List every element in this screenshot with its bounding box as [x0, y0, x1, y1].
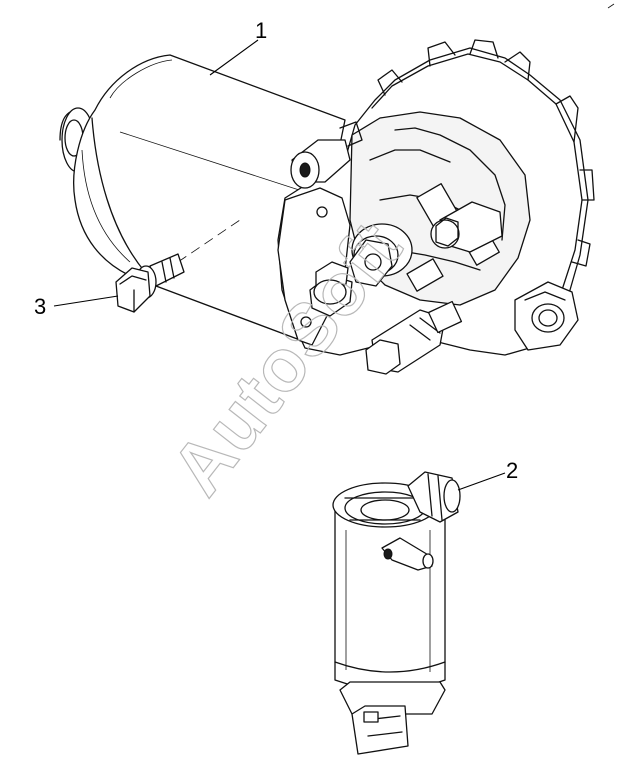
right-mount-ear — [514, 281, 579, 351]
bolt-assembly-line — [177, 219, 241, 263]
callout-1: 1 — [209, 18, 267, 76]
svg-text:3: 3 — [34, 294, 46, 319]
upper-mount-boss — [290, 121, 363, 189]
cavity-bolt — [430, 201, 503, 253]
callout-3: 3 — [34, 294, 119, 319]
mounting-bolt — [115, 253, 185, 313]
cover-hex-bolt — [309, 261, 353, 317]
svg-text:2: 2 — [506, 458, 518, 483]
svg-text:1: 1 — [255, 18, 267, 43]
wiper-motor-assembly — [59, 39, 595, 375]
washer-pump — [332, 471, 461, 755]
output-shaft-nut — [349, 223, 413, 287]
callout-2: 2 — [457, 458, 518, 491]
corner-mark — [607, 3, 615, 9]
motor-connector — [365, 300, 463, 375]
